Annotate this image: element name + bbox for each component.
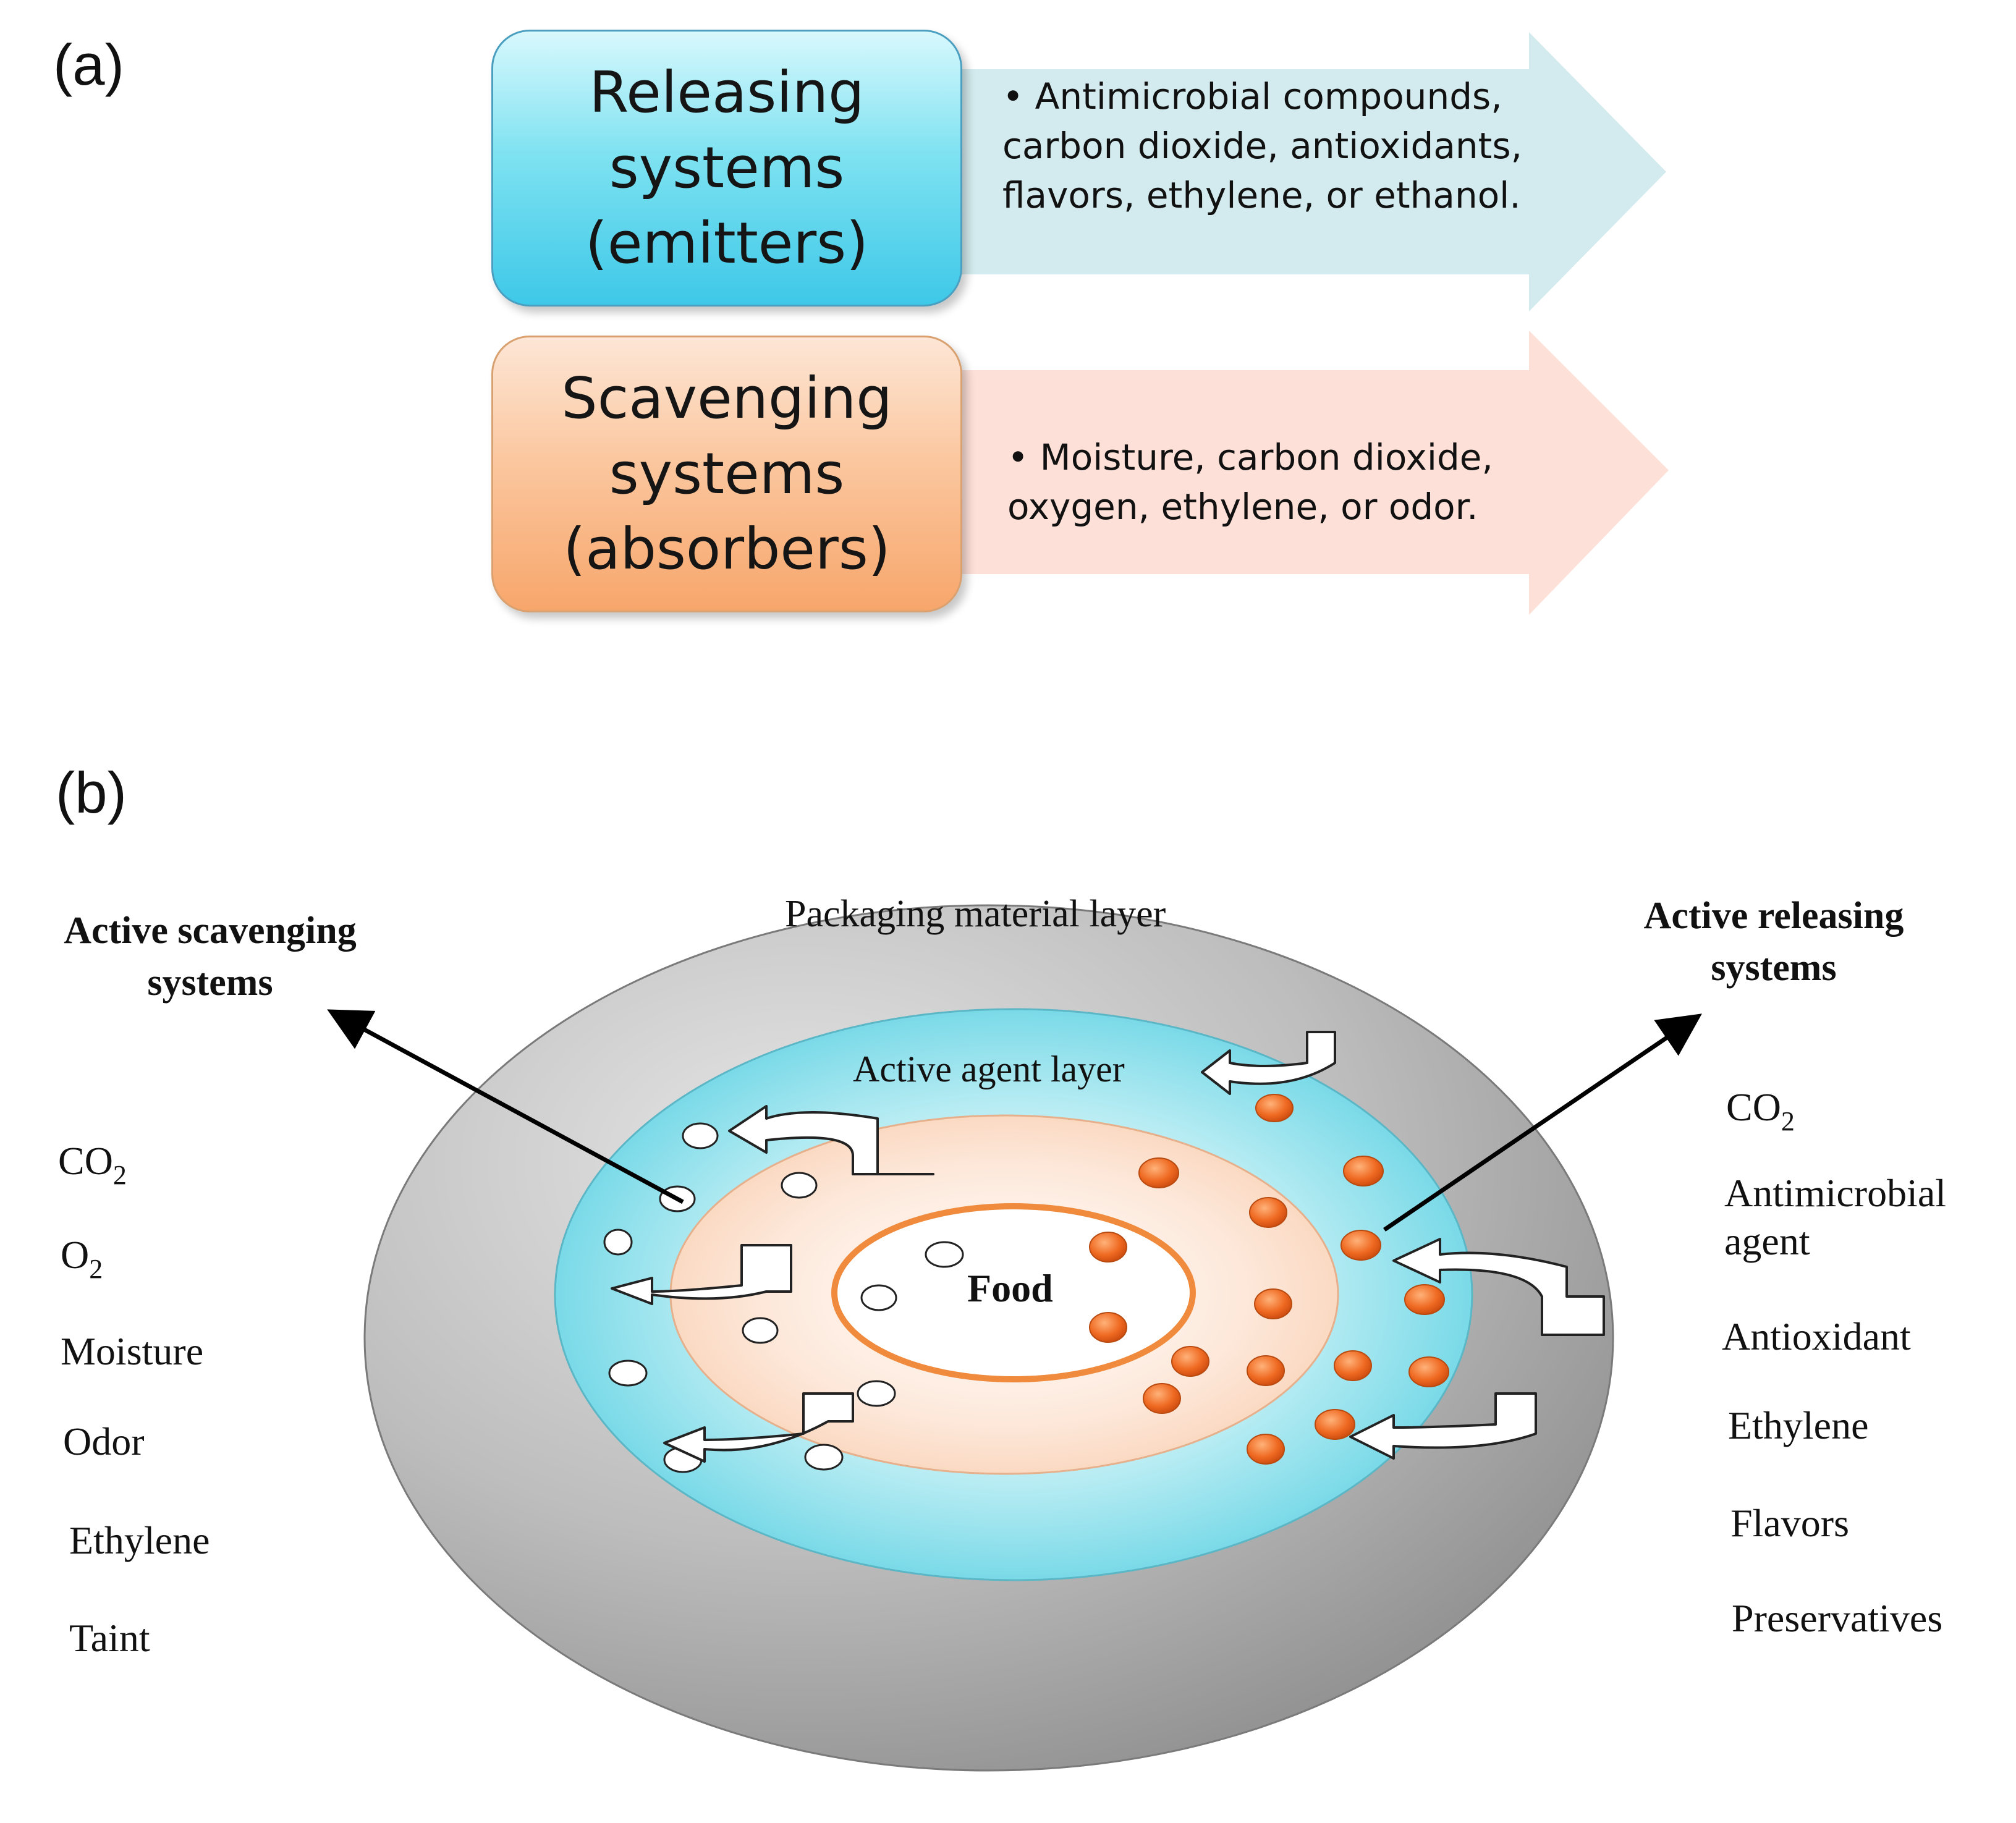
scavenging-pointer-arrow [327, 1009, 684, 1204]
releasing-systems-title: Releasing systems (emitters) [585, 59, 869, 276]
scav-arrow-3 [663, 1392, 854, 1463]
releasing-pointer-arrow [1383, 1013, 1702, 1232]
released-antioxidant: Antioxidant [1722, 1314, 1911, 1358]
packaging-layer-label: Packaging material layer [785, 893, 1166, 935]
panel-b-label: (b) [56, 760, 127, 825]
scavenging-items-list: • Moisture, carbon dioxide, oxygen, ethy… [1007, 436, 1493, 528]
active-scavenging-title: Active scavenging systems [64, 910, 357, 1004]
scavenged-co2: CO2 [58, 1139, 127, 1190]
released-antimicrobial-agent: Antimicrobial agent [1724, 1171, 1947, 1263]
released-co2: CO2 [1726, 1085, 1795, 1136]
active-releasing-title: Active releasing systems [1643, 895, 1904, 989]
rel-arrow-1 [1201, 1031, 1336, 1095]
scavenged-o2: O2 [61, 1233, 103, 1284]
packaging-material-layer [363, 904, 1614, 1772]
releasing-systems-box: Releasing systems (emitters) [491, 30, 962, 307]
scavenging-arrow-shape [962, 331, 1669, 615]
released-ethylene: Ethylene [1728, 1403, 1869, 1447]
released-particles [1089, 1094, 1449, 1465]
scavenging-flow-arrows [611, 1105, 934, 1463]
scavenged-moisture: Moisture [61, 1329, 204, 1373]
released-flavors: Flavors [1730, 1501, 1849, 1545]
scav-arrow-2 [611, 1244, 792, 1305]
panel-a-label: (a) [53, 32, 124, 97]
scav-arrow-1 [728, 1105, 934, 1175]
scavenged-odor: Odor [63, 1419, 145, 1463]
scavenging-systems-box: Scavenging systems (absorbers) [491, 336, 962, 612]
scavenged-taint: Taint [69, 1616, 150, 1660]
active-agent-layer-label: Active agent layer [853, 1049, 1125, 1089]
releasing-flow-arrows [1201, 1031, 1605, 1460]
rel-arrow-3 [1349, 1392, 1537, 1460]
food-label: Food [967, 1266, 1053, 1310]
scavenging-systems-title: Scavenging systems (absorbers) [561, 365, 892, 582]
rel-arrow-2 [1392, 1238, 1605, 1336]
scavenged-particles [603, 1122, 964, 1473]
releasing-arrow-shape [962, 32, 1666, 311]
released-preservatives: Preservatives [1732, 1596, 1943, 1640]
scavenged-ethylene: Ethylene [69, 1518, 210, 1562]
releasing-items-list: • Antimicrobial compounds, carbon dioxid… [1002, 75, 1523, 216]
